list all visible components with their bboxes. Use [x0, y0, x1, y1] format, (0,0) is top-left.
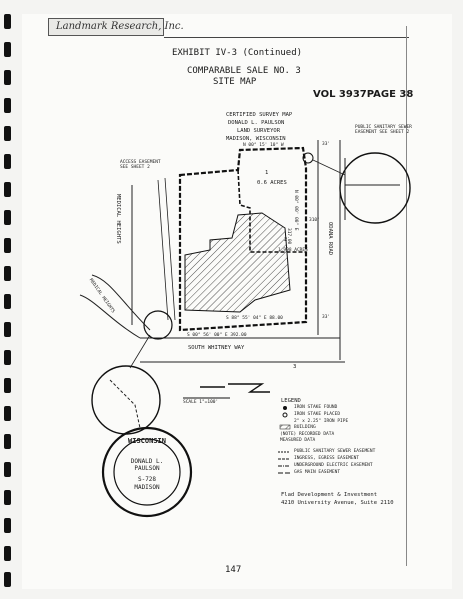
bearing-right: N 00° 00' 00" E — [293, 190, 298, 231]
legend-symbol-building — [279, 424, 291, 430]
lot-1-label: 1 — [265, 170, 269, 176]
bearing-top: N 00° 15' 10" W — [243, 143, 284, 148]
legend-item: 2" x 2.25" IRON PIPE — [294, 419, 349, 424]
lot-2-area: 1.998 ACRES — [278, 248, 308, 253]
legend-title: LEGEND — [281, 398, 301, 404]
binder-hole — [4, 350, 11, 365]
document-subtitle: SITE MAP — [213, 77, 257, 87]
legend-item: IRON STAKE FOUND — [294, 405, 338, 410]
legend-item: IRON STAKE PLACED — [294, 412, 341, 417]
sewer-easement-note: PUBLIC SANITARY SEWER EASEMENT SEE SHEET… — [355, 125, 412, 135]
street-label-medical-heights: MEDICAL HEIGHTS — [115, 194, 121, 244]
legend-item: BUILDING — [294, 425, 316, 430]
binder-hole — [4, 322, 11, 337]
legend-item: PUBLIC SANITARY SEWER EASEMENT — [294, 449, 376, 454]
exhibit-label: EXHIBIT IV-3 (Continued) — [172, 48, 303, 58]
detail-circle-ne — [339, 152, 411, 224]
seal-state: WISCONSIN — [128, 437, 166, 445]
surveyor-seal-inner — [113, 438, 181, 506]
access-easement-note: ACCESS EASEMENT SEE SHEET 2 — [120, 160, 161, 170]
binder-hole — [4, 462, 11, 477]
binder-hole — [4, 572, 11, 587]
binder-hole — [4, 42, 11, 57]
seal-name: DONALD L. PAULSON — [130, 458, 164, 472]
parcel-area: 0.6 ACRES — [257, 180, 287, 186]
access-easement — [157, 177, 176, 321]
binder-hole — [4, 378, 11, 393]
binder-hole — [4, 70, 11, 85]
corner-circle-sw — [143, 310, 173, 340]
binder-hole — [4, 98, 11, 113]
medical-heights-curve — [91, 274, 151, 331]
surveyor-line-4: MADISON, WISCONSIN — [226, 136, 286, 142]
building-footprint — [184, 212, 291, 313]
binder-hole — [4, 154, 11, 169]
dimension-310: 310' — [309, 218, 320, 223]
binder-hole — [4, 126, 11, 141]
legend-item: GAS MAIN EASEMENT — [294, 470, 341, 475]
owner-line-1: Flad Development & Investment — [281, 492, 378, 498]
dimension-33-top: 33' — [322, 142, 331, 147]
legend-item: UNDERGROUND ELECTRIC EASEMENT — [294, 463, 373, 468]
volume-stamp: VOL 3937PAGE 38 — [313, 89, 414, 100]
binder-hole — [4, 238, 11, 253]
binder-hole — [4, 518, 11, 533]
binder-hole — [4, 406, 11, 421]
north-arrow — [200, 383, 270, 393]
legend-item: (NOTE) RECORDED DATA — [280, 432, 335, 437]
street-label-south-whitney-way: SOUTH WHITNEY WAY — [188, 345, 245, 351]
legend-symbol-found — [283, 406, 287, 410]
seal-number: S-728 — [137, 476, 157, 483]
bearing-bottom: S 00° 56' 00" E 392.00 — [187, 333, 247, 338]
document-title: COMPARABLE SALE NO. 3 — [187, 66, 301, 76]
dimension-317: 317.00 — [286, 228, 291, 245]
legend-item: MEASURED DATA — [280, 438, 316, 443]
surveyor-line-1: CERTIFIED SURVEY MAP — [226, 112, 293, 118]
legend-symbol-placed — [282, 412, 288, 418]
page-number: 147 — [225, 565, 242, 575]
binder-hole — [4, 434, 11, 449]
binder-hole — [4, 182, 11, 197]
seal-city: MADISON — [134, 484, 160, 491]
owner-line-2: 4210 University Avenue, Suite 2110 — [281, 500, 394, 506]
dimension-33-bottom: 33' — [322, 315, 331, 320]
scale-label: SCALE 1"=100' — [183, 400, 219, 405]
detail-circle-sw — [91, 365, 161, 435]
binder-hole — [4, 266, 11, 281]
surveyor-line-2: DONALD L. PAULSON — [228, 120, 285, 126]
company-header-box — [48, 18, 164, 36]
binder-hole — [4, 210, 11, 225]
street-label-odana-road: ODANA ROAD — [327, 222, 333, 256]
binder-hole — [4, 294, 11, 309]
company-name: Landmark Research, Inc. — [56, 21, 184, 32]
surveyor-seal-outer — [101, 426, 193, 518]
binder-hole — [4, 490, 11, 505]
parcel-boundary — [178, 146, 308, 332]
lot-3-label: 3 — [293, 364, 297, 370]
lot-2-label: 2 — [284, 237, 288, 243]
margin-rule — [406, 26, 407, 566]
surveyor-line-3: LAND SURVEYOR — [237, 128, 281, 134]
medical-heights-curve-2 — [79, 294, 141, 339]
legend-item: INGRESS, EGRESS EASEMENT — [294, 456, 360, 461]
header-rule — [164, 37, 409, 38]
bearing-south: S 88° 55' 04" E 88.00 — [226, 316, 283, 321]
corner-circle-ne — [302, 152, 314, 164]
binder-hole — [4, 14, 11, 29]
binder-hole — [4, 546, 11, 561]
